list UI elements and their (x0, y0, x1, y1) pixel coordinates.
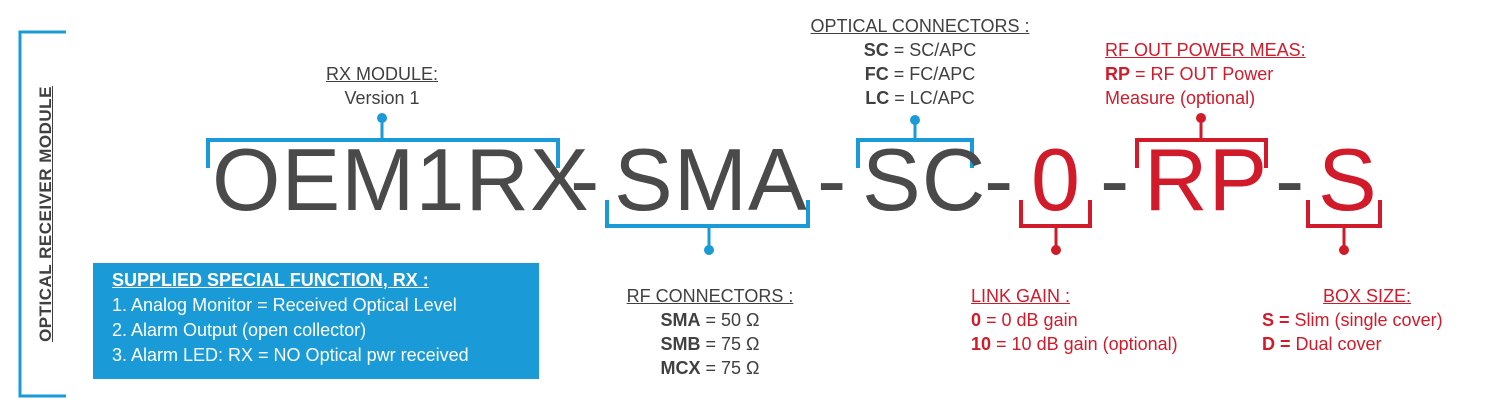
rf-out-power-title: RF OUT POWER MEAS: (1105, 40, 1306, 60)
special-function-title: SUPPLIED SPECIAL FUNCTION, RX : (112, 270, 429, 290)
rf-out-power-label: RF OUT POWER MEAS: RP = RF OUT Power Mea… (1105, 40, 1306, 108)
dot-sc (910, 115, 920, 125)
code-dash-4: - (1100, 130, 1131, 229)
rf-connector-row: MCX = 75 Ω (660, 358, 760, 378)
special-function-box: SUPPLIED SPECIAL FUNCTION, RX : 1. Analo… (93, 263, 539, 379)
side-bracket (18, 30, 66, 398)
dot-size (1339, 245, 1349, 255)
link-gain-row: 0 = 0 dB gain (971, 310, 1078, 330)
optical-connectors-label: OPTICAL CONNECTORS : SC = SC/APC FC = FC… (800, 14, 1040, 110)
special-function-item: 2. Alarm Output (open collector) (112, 320, 367, 340)
code-gain: 0 (1031, 130, 1081, 229)
code-dash-3: - (984, 130, 1015, 229)
code-dash-1: - (570, 130, 601, 229)
side-label: OPTICAL RECEIVER MODULE (36, 86, 55, 342)
special-function-item: 3. Alarm LED: RX = NO Optical pwr receiv… (112, 345, 469, 365)
rf-connectors-label: RF CONNECTORS : SMA = 50 Ω SMB = 75 Ω MC… (610, 284, 810, 380)
rf-connector-row: SMA = 50 Ω (660, 310, 760, 330)
link-gain-row: 10 = 10 dB gain (optional) (971, 334, 1178, 354)
optical-connector-row: LC = LC/APC (865, 88, 975, 108)
rf-connectors-title: RF CONNECTORS : (626, 286, 794, 306)
optical-connector-row: FC = FC/APC (864, 64, 976, 84)
rx-module-version: Version 1 (344, 88, 420, 108)
dot-gain (1051, 245, 1061, 255)
code-dash-2: - (817, 130, 848, 229)
dot-oem1rx (377, 113, 387, 123)
rx-module-label: RX MODULE: Version 1 (302, 62, 462, 110)
link-gain-label: LINK GAIN : 0 = 0 dB gain 10 = 10 dB gai… (971, 284, 1178, 356)
optical-connectors-title: OPTICAL CONNECTORS : (810, 16, 1030, 36)
special-function-item: 1. Analog Monitor = Received Optical Lev… (112, 295, 457, 315)
optical-connector-row: SC = SC/APC (863, 40, 977, 60)
box-size-row: S = Slim (single cover) (1262, 310, 1443, 330)
rx-module-title: RX MODULE: (325, 64, 439, 84)
box-size-row: D = Dual cover (1262, 334, 1382, 354)
code-sc: SC (862, 130, 987, 229)
dot-sma (704, 245, 714, 255)
code-sma: SMA (614, 130, 808, 229)
code-rp: RP (1144, 130, 1269, 229)
code-dash-5: - (1275, 130, 1306, 229)
link-gain-title: LINK GAIN : (971, 286, 1071, 306)
dot-rp (1196, 113, 1206, 123)
rf-connector-row: SMB = 75 Ω (660, 334, 760, 354)
box-size-title: BOX SIZE: (1322, 286, 1412, 306)
box-size-label: BOX SIZE: S = Slim (single cover) D = Du… (1262, 284, 1472, 356)
code-size: S (1318, 130, 1378, 229)
code-oem1rx: OEM1RX (212, 130, 590, 229)
